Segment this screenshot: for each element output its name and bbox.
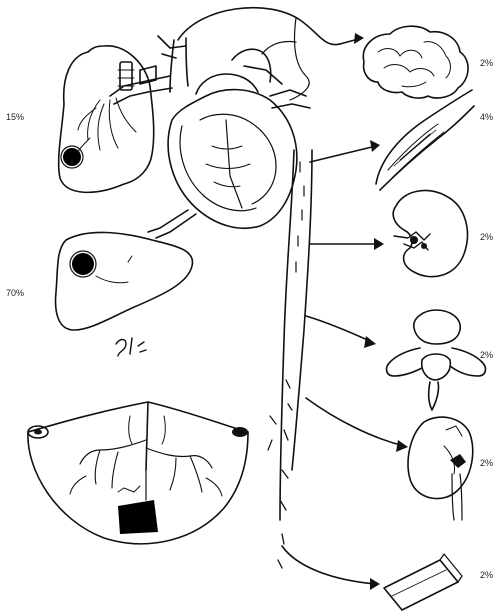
brain-section-lesion (118, 500, 158, 534)
spine-share-label: 2% (480, 350, 493, 360)
arrow-to-brain (178, 8, 364, 100)
aorta (268, 150, 312, 568)
brain-share-label: 2% (480, 58, 493, 68)
brain-section-illustration (28, 402, 248, 544)
heart-illustration (148, 38, 310, 238)
brain-illustration (363, 26, 468, 98)
lung-percentage-label: 15% (6, 112, 24, 122)
liver-percentage-label: 70% (6, 288, 24, 298)
bone-share-label: 2% (480, 570, 493, 580)
bone-illustration (384, 554, 462, 610)
arrow-to-muscle (310, 140, 380, 162)
lung-tumor-icon (63, 148, 81, 166)
arrow-to-kidney-upper (310, 238, 384, 250)
pulmonary-vessels (110, 36, 186, 104)
kidney-lower-share-label: 2% (480, 458, 493, 468)
scribble-marks (116, 338, 146, 356)
arrow-to-kidney-lower (306, 398, 408, 452)
kidney-upper-illustration (393, 191, 467, 277)
liver-illustration (56, 232, 193, 330)
arrow-to-bone (282, 546, 380, 590)
vertebra-illustration (387, 310, 486, 410)
lung-illustration (59, 46, 154, 193)
muscle-illustration (376, 90, 474, 190)
arrow-to-spine (306, 316, 376, 348)
muscle-share-label: 4% (480, 112, 493, 122)
kidney-lower-illustration (408, 417, 473, 520)
kidney-upper-share-label: 2% (480, 232, 493, 242)
liver-tumor-icon (72, 253, 94, 275)
